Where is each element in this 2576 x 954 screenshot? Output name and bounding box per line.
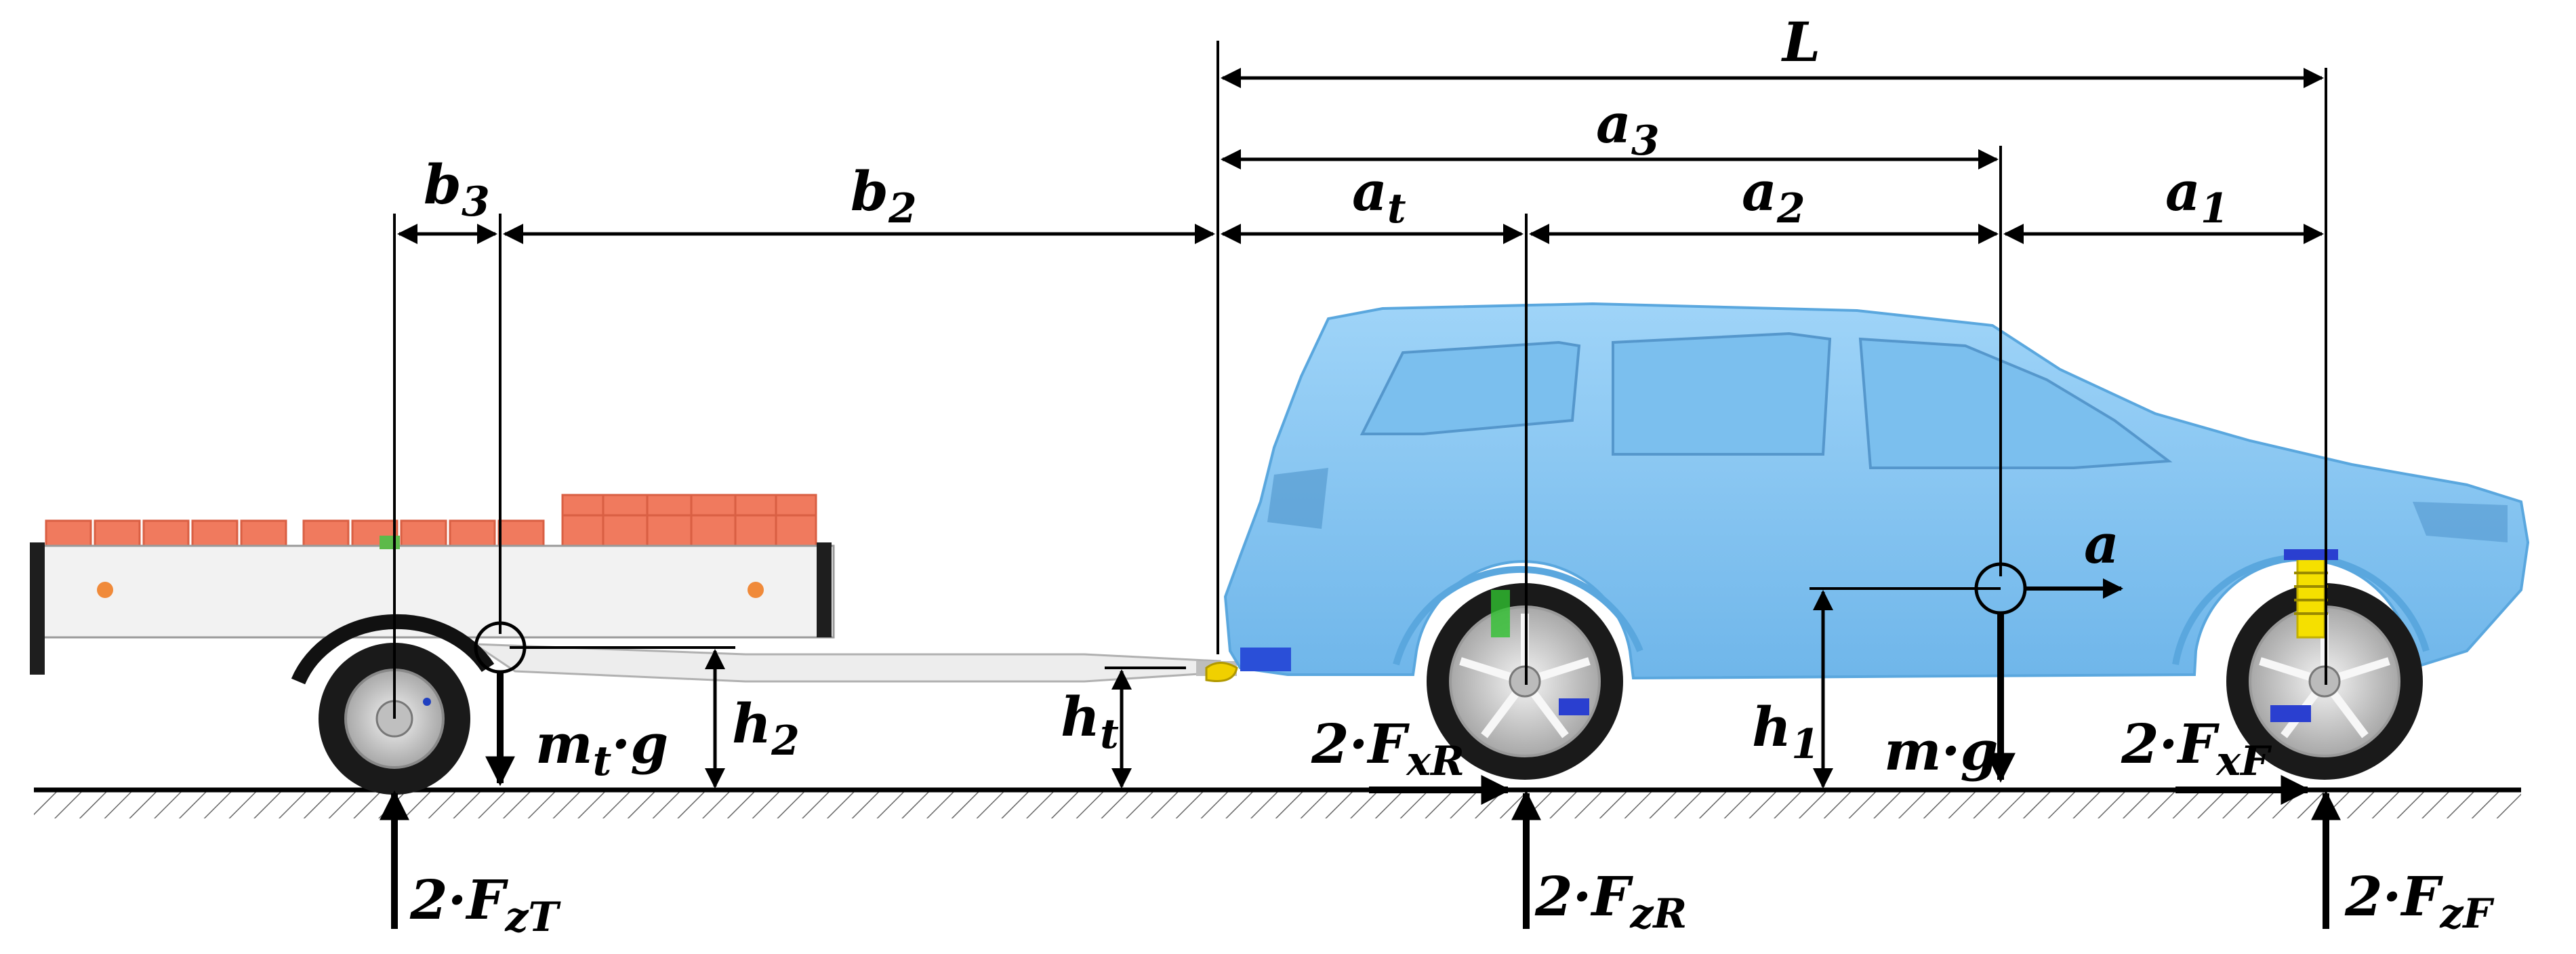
label-accel: a xyxy=(2084,512,2119,576)
dimension-arrows xyxy=(397,68,2324,789)
ground xyxy=(34,787,2521,818)
label-at: at xyxy=(1352,159,1406,233)
label-FzT: 2·FzT xyxy=(409,868,561,941)
label-h2: h2 xyxy=(732,692,800,765)
front-suspension xyxy=(2284,549,2338,639)
label-a1: a1 xyxy=(2165,159,2229,233)
label-b3: b3 xyxy=(424,153,490,226)
car xyxy=(1223,302,2530,780)
trailer-crates xyxy=(45,494,817,549)
label-a3: a3 xyxy=(1596,92,1660,165)
label-b2: b2 xyxy=(851,159,917,233)
label-FzR: 2·FzR xyxy=(1534,864,1687,938)
label-mg: m·g xyxy=(1884,719,1998,782)
reference-lines xyxy=(393,41,2327,719)
label-FzF: 2·FzF xyxy=(2344,864,2495,938)
car-windows xyxy=(1359,332,2173,469)
label-FxF: 2·FxF xyxy=(2121,712,2272,785)
label-ht: ht xyxy=(1061,685,1119,758)
car-cg-marker xyxy=(1974,562,2027,615)
label-FxR: 2·FxR xyxy=(1311,712,1465,785)
label-L: L xyxy=(1781,10,1820,74)
label-a2: a2 xyxy=(1742,159,1805,233)
label-h1: h1 xyxy=(1752,695,1820,768)
force-arrows xyxy=(380,578,2341,929)
label-mtg: mt·g xyxy=(535,712,668,785)
